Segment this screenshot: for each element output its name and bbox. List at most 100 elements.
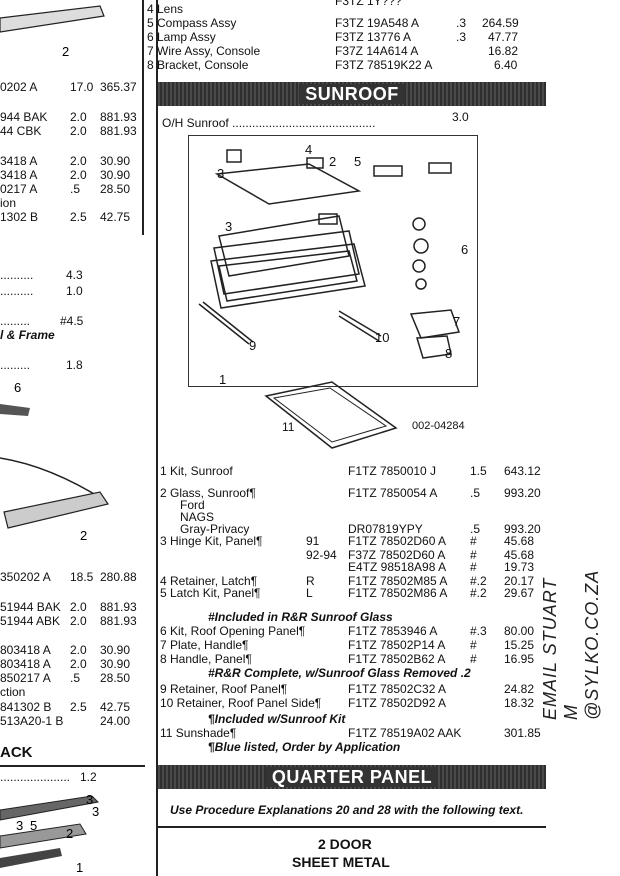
sunroof-row-price: 24.82: [504, 682, 535, 696]
sunroof-row-qty: #: [470, 534, 477, 548]
sunroof-row-ref: 7 Plate, Handle¶: [160, 638, 249, 652]
callout-2: 2: [329, 154, 336, 169]
sunroof-row: 6 Kit, Roof Opening Panel¶F1TZ 7853946 A…: [160, 624, 540, 638]
sunroof-row-ref: 9 Retainer, Roof Panel¶: [160, 682, 288, 696]
sunroof-row-qty: #: [470, 638, 477, 652]
sunroof-row-ref: 6 Kit, Roof Opening Panel¶: [160, 624, 306, 638]
sunroof-row-qty: .5: [470, 522, 481, 536]
sunroof-row-ref: 2 Glass, Sunroof¶: [160, 486, 256, 500]
left-ack-dots: .....................: [0, 770, 71, 784]
left-row-part: 803418 A: [0, 643, 51, 657]
left-mid-row: l & Frame: [0, 328, 145, 342]
sunroof-row-part: F1TZ 78519A02 AAK: [348, 726, 462, 740]
left-ack: ACK: [0, 744, 33, 761]
left-mid-row: ..........4.3: [0, 268, 145, 282]
left-row-part: 1302 B: [0, 210, 39, 224]
part-label: 7 Wire Assy, Console: [147, 44, 261, 58]
sunroof-row-part: F1TZ 78502M86 A: [348, 586, 448, 600]
sunroof-row-price: 19.73: [504, 560, 535, 574]
svg-text:3: 3: [86, 792, 93, 807]
sunroof-row-ref: Ford: [180, 498, 205, 512]
sunroof-row-qty: #: [470, 652, 477, 666]
left-mid-text: .........: [0, 314, 31, 328]
left-row-time: 18.5: [70, 570, 94, 584]
svg-text:6: 6: [14, 380, 21, 395]
left-row-part: 3418 A: [0, 154, 38, 168]
sunroof-row-year: 92-94: [306, 548, 337, 562]
left-row-part: 44 CBK: [0, 124, 42, 138]
callout-3: 3: [217, 166, 224, 181]
left-mid-text: ..........: [0, 284, 34, 298]
left-mid-row: ..........1.0: [0, 284, 145, 298]
sunroof-row-year: R: [306, 574, 315, 588]
sunroof-row: 8 Handle, Panel¶F1TZ 78502B62 A#16.95: [160, 652, 540, 666]
part-price: 47.77: [488, 30, 519, 44]
left-row-price: 42.75: [100, 210, 131, 224]
left-row: ion: [0, 196, 145, 210]
sunroof-row: NAGS: [160, 510, 540, 524]
sunroof-row: #R&R Complete, w/Sunroof Glass Removed .…: [160, 666, 540, 680]
sunshade-diagram: [264, 381, 398, 449]
sunroof-row: E4TZ 98518A98 A#19.73: [160, 560, 540, 574]
sunroof-row-year: L: [306, 586, 313, 600]
sunroof-row-qty: #.2: [470, 586, 487, 600]
callout-3b: 3: [225, 219, 232, 234]
sunroof-row-ref: NAGS: [180, 510, 215, 524]
left-row-price: 881.93: [100, 600, 137, 614]
sunroof-exploded-diagram: 4 2 5 3 3 6 7 8 9 10 1: [188, 135, 478, 387]
diagram-code: 002-04284: [412, 420, 465, 432]
quarter-divider: [158, 826, 546, 828]
sunroof-row-price: 301.85: [504, 726, 541, 740]
left-row-time: 2.0: [70, 124, 87, 138]
oh-sunroof-value: 3.0: [452, 110, 469, 124]
left-mid-row: .........1.8: [0, 358, 145, 372]
part-label: 5 Compass Assy: [147, 16, 237, 30]
oh-sunroof-label: O/H Sunroof ............................…: [162, 116, 376, 130]
sunroof-row-price: 18.32: [504, 696, 535, 710]
sunroof-row-ref: 3 Hinge Kit, Panel¶: [160, 534, 263, 548]
left-row-part: ion: [0, 196, 17, 210]
left-row-time: 2.0: [70, 657, 87, 671]
left-row-part: 51944 ABK: [0, 614, 61, 628]
left-row-time: .5: [70, 182, 81, 196]
sunroof-diagram-svg: 4 2 5 3 3 6 7 8 9 10 1: [198, 142, 468, 387]
left-row-price: 881.93: [100, 614, 137, 628]
sunroof-row-price: 16.95: [504, 652, 535, 666]
sunroof-row-part: F1TZ 7850010 J: [348, 464, 437, 478]
left-mid-value: 1.8: [66, 358, 83, 372]
part-number: F3TZ 1Y???: [335, 0, 402, 8]
sunroof-row: 11 Sunshade¶ F1TZ 78519A02 AAK 301.85: [160, 726, 541, 740]
left-row-price: 30.90: [100, 154, 131, 168]
left-row-part: 513A20-1 B: [0, 714, 64, 728]
sunroof-row-ref: 11 Sunshade¶: [160, 726, 237, 740]
left-row-price: 42.75: [100, 700, 131, 714]
left-row-price: 881.93: [100, 110, 137, 124]
left-row-price: 28.50: [100, 671, 131, 685]
left-mid-text: ..........: [0, 268, 34, 282]
left-callout-2a: 2: [62, 44, 69, 59]
callout-7: 7: [453, 314, 460, 329]
left-row-part: 841302 B: [0, 700, 52, 714]
left-part-image-mid: 6 2: [0, 380, 109, 540]
sunroof-row-year: 91: [306, 534, 320, 548]
sunroof-row-part: E4TZ 98518A98 A: [348, 560, 447, 574]
left-row-time: .5: [70, 671, 81, 685]
left-row-time: 2.0: [70, 168, 87, 182]
sunroof-row-part: F1TZ 78502D92 A: [348, 696, 447, 710]
sunroof-row-part: F1TZ 78502C32 A: [348, 682, 447, 696]
quarter-sub1: 2 DOOR: [318, 836, 372, 852]
left-mid-row: .........#4.5: [0, 314, 145, 328]
sunroof-row-price: 993.20: [504, 486, 541, 500]
left-row-price: 365.37: [100, 80, 137, 94]
part-label: 8 Bracket, Console: [147, 58, 249, 72]
sunroof-row: #Included in R&R Sunroof Glass: [160, 610, 540, 624]
sunroof-row-ref: ¶Blue listed, Order by Application: [208, 740, 401, 754]
